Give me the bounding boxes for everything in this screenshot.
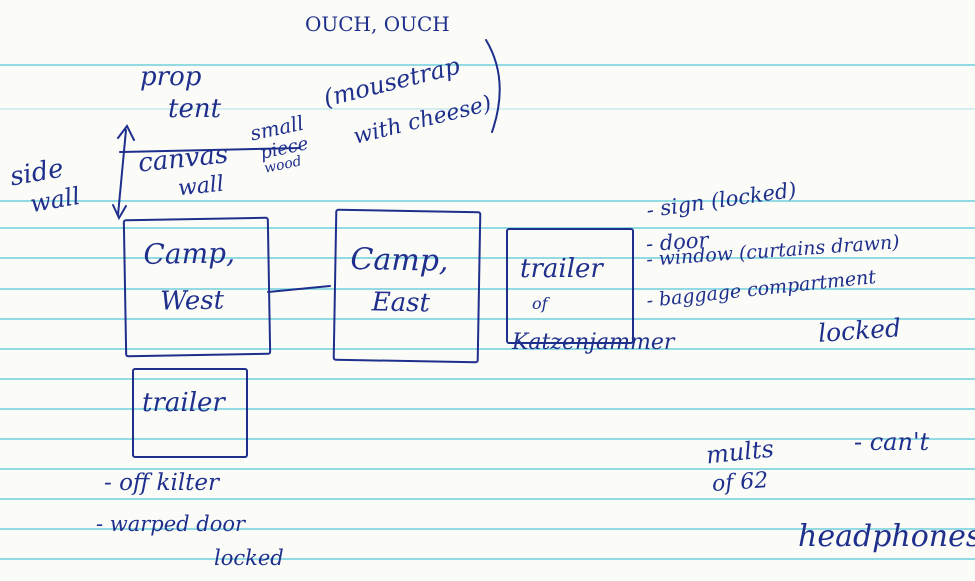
west-list-off-kilter: - off kilter <box>104 470 220 496</box>
tent-label: tent <box>168 94 222 124</box>
tent-arrow-head-up <box>117 124 135 141</box>
mults-label: mults <box>704 434 776 470</box>
rule-line <box>0 408 975 410</box>
west-list-warped-door: - warped door <box>96 512 246 536</box>
headphones-label: headphones <box>798 519 975 554</box>
katzenjammer-label: Katzenjammer <box>512 330 675 355</box>
connector-line <box>267 285 331 293</box>
camp-east-box: Camp, East <box>332 208 482 364</box>
rule-line <box>0 468 975 470</box>
camp-west-line1: Camp, <box>143 236 236 271</box>
camp-west-line2: West <box>159 285 225 317</box>
west-trailer-label: trailer <box>142 388 225 418</box>
rule-line <box>0 200 975 202</box>
rule-line <box>0 64 975 66</box>
canvas-wall-line <box>119 147 301 153</box>
tent-arrow-head-down <box>112 204 127 221</box>
rule-line <box>0 257 975 259</box>
rule-line <box>0 318 975 320</box>
camp-west-box: Camp, West <box>122 216 272 358</box>
prop-label: prop <box>140 62 202 92</box>
rule-line <box>0 528 975 530</box>
cant-label: - can't <box>854 428 930 456</box>
west-trailer-box: trailer <box>132 368 248 458</box>
camp-east-line2: East <box>371 287 431 319</box>
rule-line <box>0 108 975 110</box>
mousetrap-paren <box>485 39 501 133</box>
rule-line <box>0 348 975 350</box>
katzenjammer-trailer-box: trailer of <box>506 228 634 344</box>
rule-line <box>0 498 975 500</box>
katz-trailer-line2: of <box>532 294 548 313</box>
east-list-locked: locked <box>817 313 902 348</box>
katz-trailer-line1: trailer <box>520 254 603 284</box>
canvas-wall-label: wall <box>176 171 226 202</box>
rule-line <box>0 288 975 290</box>
ouch-note: OUCH, OUCH <box>305 12 450 36</box>
rule-line <box>0 558 975 560</box>
rule-line <box>0 227 975 229</box>
camp-east-line1: Camp, <box>350 242 449 279</box>
of-62-label: of 62 <box>711 468 770 497</box>
tent-arrow-line <box>117 129 127 216</box>
rule-line <box>0 438 975 440</box>
west-list-locked: locked <box>214 546 284 570</box>
rule-line <box>0 378 975 380</box>
